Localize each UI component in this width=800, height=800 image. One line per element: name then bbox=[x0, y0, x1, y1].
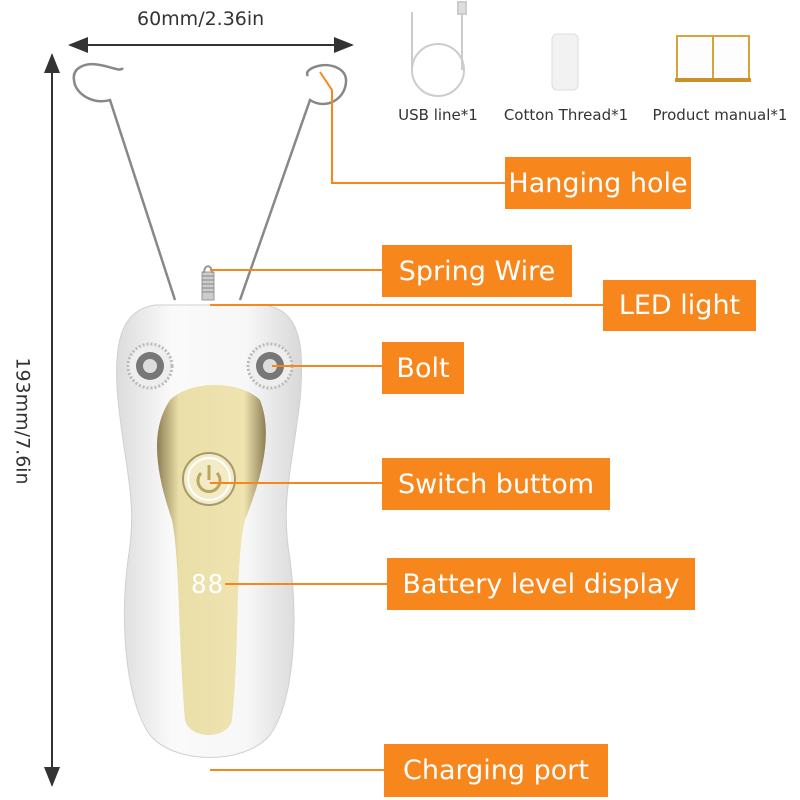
callout-spring-wire: Spring Wire bbox=[382, 245, 572, 297]
callout-switch-button: Switch buttom bbox=[382, 458, 610, 510]
battery-display-digits: 88 bbox=[191, 570, 225, 600]
callout-hanging-hole: Hanging hole bbox=[505, 157, 691, 209]
callout-bolt: Bolt bbox=[382, 342, 464, 394]
power-button bbox=[182, 452, 236, 506]
bolt-left bbox=[126, 342, 174, 390]
accessory-thread-label: Cotton Thread*1 bbox=[503, 106, 629, 124]
width-dimension-label: 60mm/2.36in bbox=[137, 8, 265, 30]
accessory-usb-label: USB line*1 bbox=[398, 106, 478, 124]
leader-lines bbox=[210, 71, 603, 771]
wire-arms bbox=[72, 63, 348, 301]
spring-wire bbox=[201, 265, 215, 301]
callout-charging-port: Charging port bbox=[384, 744, 608, 797]
usb-cable-icon bbox=[411, 1, 467, 97]
accessory-manual-label: Product manual*1 bbox=[652, 106, 788, 124]
callout-battery-display: Battery level display bbox=[387, 558, 695, 610]
open-book-icon bbox=[675, 35, 751, 82]
height-dimension-label: 193mm/7.6in bbox=[11, 357, 34, 485]
callout-led-light: LED light bbox=[603, 280, 756, 331]
thread-spool-icon bbox=[551, 33, 579, 91]
